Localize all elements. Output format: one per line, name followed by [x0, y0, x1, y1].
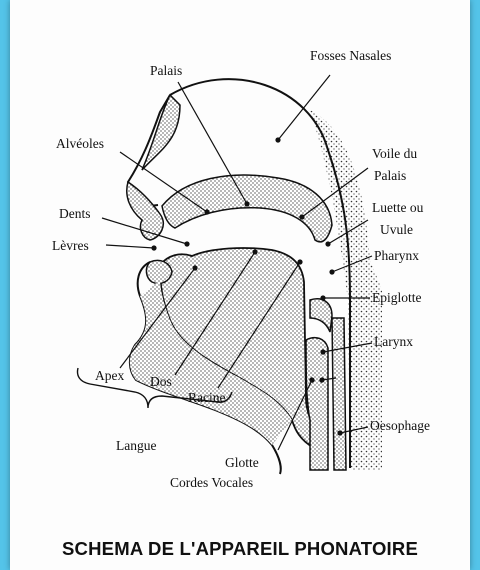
epiglottis [310, 299, 332, 332]
label-palais: Palais [150, 63, 182, 78]
larynx [306, 338, 328, 470]
label-voile-du: Voile du [372, 146, 417, 161]
label-voile-palais: Palais [374, 168, 406, 183]
label-uvule: Uvule [380, 222, 413, 237]
label-langue: Langue [116, 438, 156, 453]
label-dos: Dos [150, 374, 172, 389]
label-pharynx: Pharynx [374, 248, 419, 263]
diagram-caption: SCHEMA DE L'APPAREIL PHONATOIRE [10, 538, 470, 560]
upper-jaw [142, 95, 180, 170]
label-epiglotte: Epiglotte [372, 290, 422, 305]
label-fosses-nasales: Fosses Nasales [310, 48, 391, 63]
label-apex: Apex [95, 368, 124, 383]
label-oesophage: Oesophage [370, 418, 430, 433]
label-cordes-vocales: Cordes Vocales [170, 475, 253, 490]
label-larynx: Larynx [374, 334, 413, 349]
label-levres: Lèvres [52, 238, 89, 253]
lower-lip [146, 260, 172, 283]
oesophagus [332, 318, 346, 470]
label-dents: Dents [59, 206, 91, 221]
label-alveoles: Alvéoles [56, 136, 104, 151]
label-glotte: Glotte [225, 455, 259, 470]
label-racine: Racine [188, 390, 225, 405]
diagram-panel: Fosses Nasales Palais Alvéoles Voile du … [10, 0, 470, 570]
phonatory-apparatus-diagram: Fosses Nasales Palais Alvéoles Voile du … [10, 0, 470, 570]
hard-palate [162, 175, 332, 242]
label-luette-ou: Luette ou [372, 200, 424, 215]
